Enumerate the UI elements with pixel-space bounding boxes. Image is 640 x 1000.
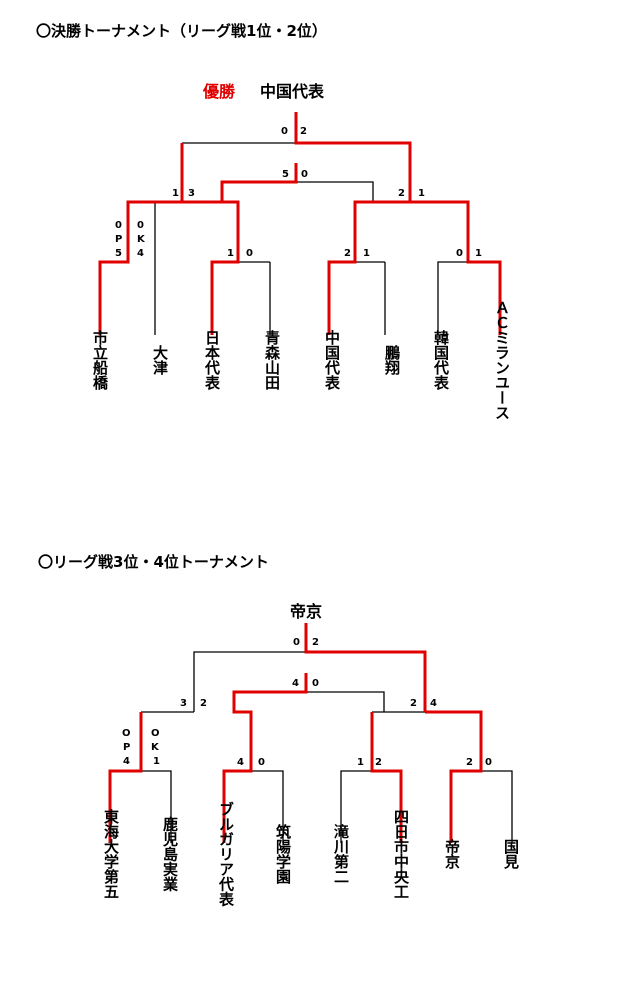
lower-tournament-title: 〇リーグ戦3位・4位トーナメント [38, 553, 269, 571]
lower-bracket-lines [108, 623, 513, 843]
final-team-1: 市立船橋 [91, 329, 109, 391]
lower-score-qf4-left: 2 [466, 757, 473, 768]
lower-score-qf3-right: 2 [375, 757, 382, 768]
score-qf3-right: 1 [363, 248, 370, 259]
lower-team-4: 筑陽学園 [274, 823, 292, 885]
lower-score-sf2-right: 4 [430, 698, 437, 709]
lower-score-qf1-left-2: 4 [123, 756, 130, 767]
final-team-2: 大津 [151, 344, 169, 376]
lower-team-5: 滝川第二 [332, 823, 350, 884]
final-team-6: 鵬翔 [383, 344, 401, 376]
score-sf2-left: 2 [398, 188, 405, 199]
final-bracket-lines [98, 112, 502, 335]
score-final-left: 0 [281, 126, 288, 137]
lower-score-third-left: 4 [292, 678, 299, 689]
lower-team-2: 鹿児島実業 [161, 816, 179, 893]
lower-score-sf1-right: 2 [200, 698, 207, 709]
score-qf1-right-1: K [137, 234, 146, 245]
score-final-right: 2 [300, 126, 307, 137]
score-qf1-right-0: 0 [137, 220, 144, 231]
lower-score-qf2-right: 0 [258, 757, 265, 768]
score-qf1-left-0: 0 [115, 220, 122, 231]
lower-score-qf3-left: 1 [357, 757, 364, 768]
lower-score-qf1-right-0: O [151, 728, 160, 739]
lower-score-qf1-right-2: 1 [153, 756, 160, 767]
score-qf1-right-2: 4 [137, 248, 144, 259]
final-team-5: 中国代表 [323, 329, 341, 391]
score-qf4-left: 0 [456, 248, 463, 259]
score-third-right: 0 [301, 169, 308, 180]
lower-team-7: 帝京 [443, 838, 461, 870]
champion-team: 中国代表 [260, 82, 325, 101]
final-tournament-title: 〇決勝トーナメント（リーグ戦1位・2位） [36, 22, 327, 40]
lower-score-qf1-right-1: K [151, 742, 160, 753]
score-qf4-right: 1 [475, 248, 482, 259]
lower-score-qf1-left-0: O [122, 728, 131, 739]
lower-score-final-left: 0 [293, 637, 300, 648]
score-qf3-left: 2 [344, 248, 351, 259]
score-qf1-left-1: P [115, 234, 122, 245]
lower-team-1: 東海大学第五 [102, 808, 120, 899]
score-qf2-right: 0 [246, 248, 253, 259]
champion-label: 優勝 [202, 82, 236, 101]
lower-score-sf1-left: 3 [180, 698, 187, 709]
lower-score-qf4-right: 0 [485, 757, 492, 768]
lower-team-6: 四日市中央工 [392, 809, 410, 899]
score-sf1-right: 3 [188, 188, 195, 199]
final-team-4: 青森山田 [263, 329, 281, 391]
final-team-3: 日本代表 [203, 330, 221, 391]
final-team-8: ＡＣミランユース [493, 300, 511, 420]
score-third-left: 5 [282, 169, 289, 180]
final-team-7: 韓国代表 [432, 329, 450, 391]
lower-score-qf2-left: 4 [237, 757, 244, 768]
score-sf1-left: 1 [172, 188, 179, 199]
lower-score-sf2-left: 2 [410, 698, 417, 709]
lower-score-final-right: 2 [312, 637, 319, 648]
lower-score-third-right: 0 [312, 678, 319, 689]
score-qf1-left-2: 5 [115, 248, 122, 259]
lower-team-8: 国見 [502, 839, 520, 870]
score-sf2-right: 1 [418, 188, 425, 199]
lower-champion-team: 帝京 [290, 602, 322, 621]
lower-score-qf1-left-1: P [123, 742, 130, 753]
lower-team-3: ブルガリア代表 [217, 801, 235, 908]
score-qf2-left: 1 [227, 248, 234, 259]
